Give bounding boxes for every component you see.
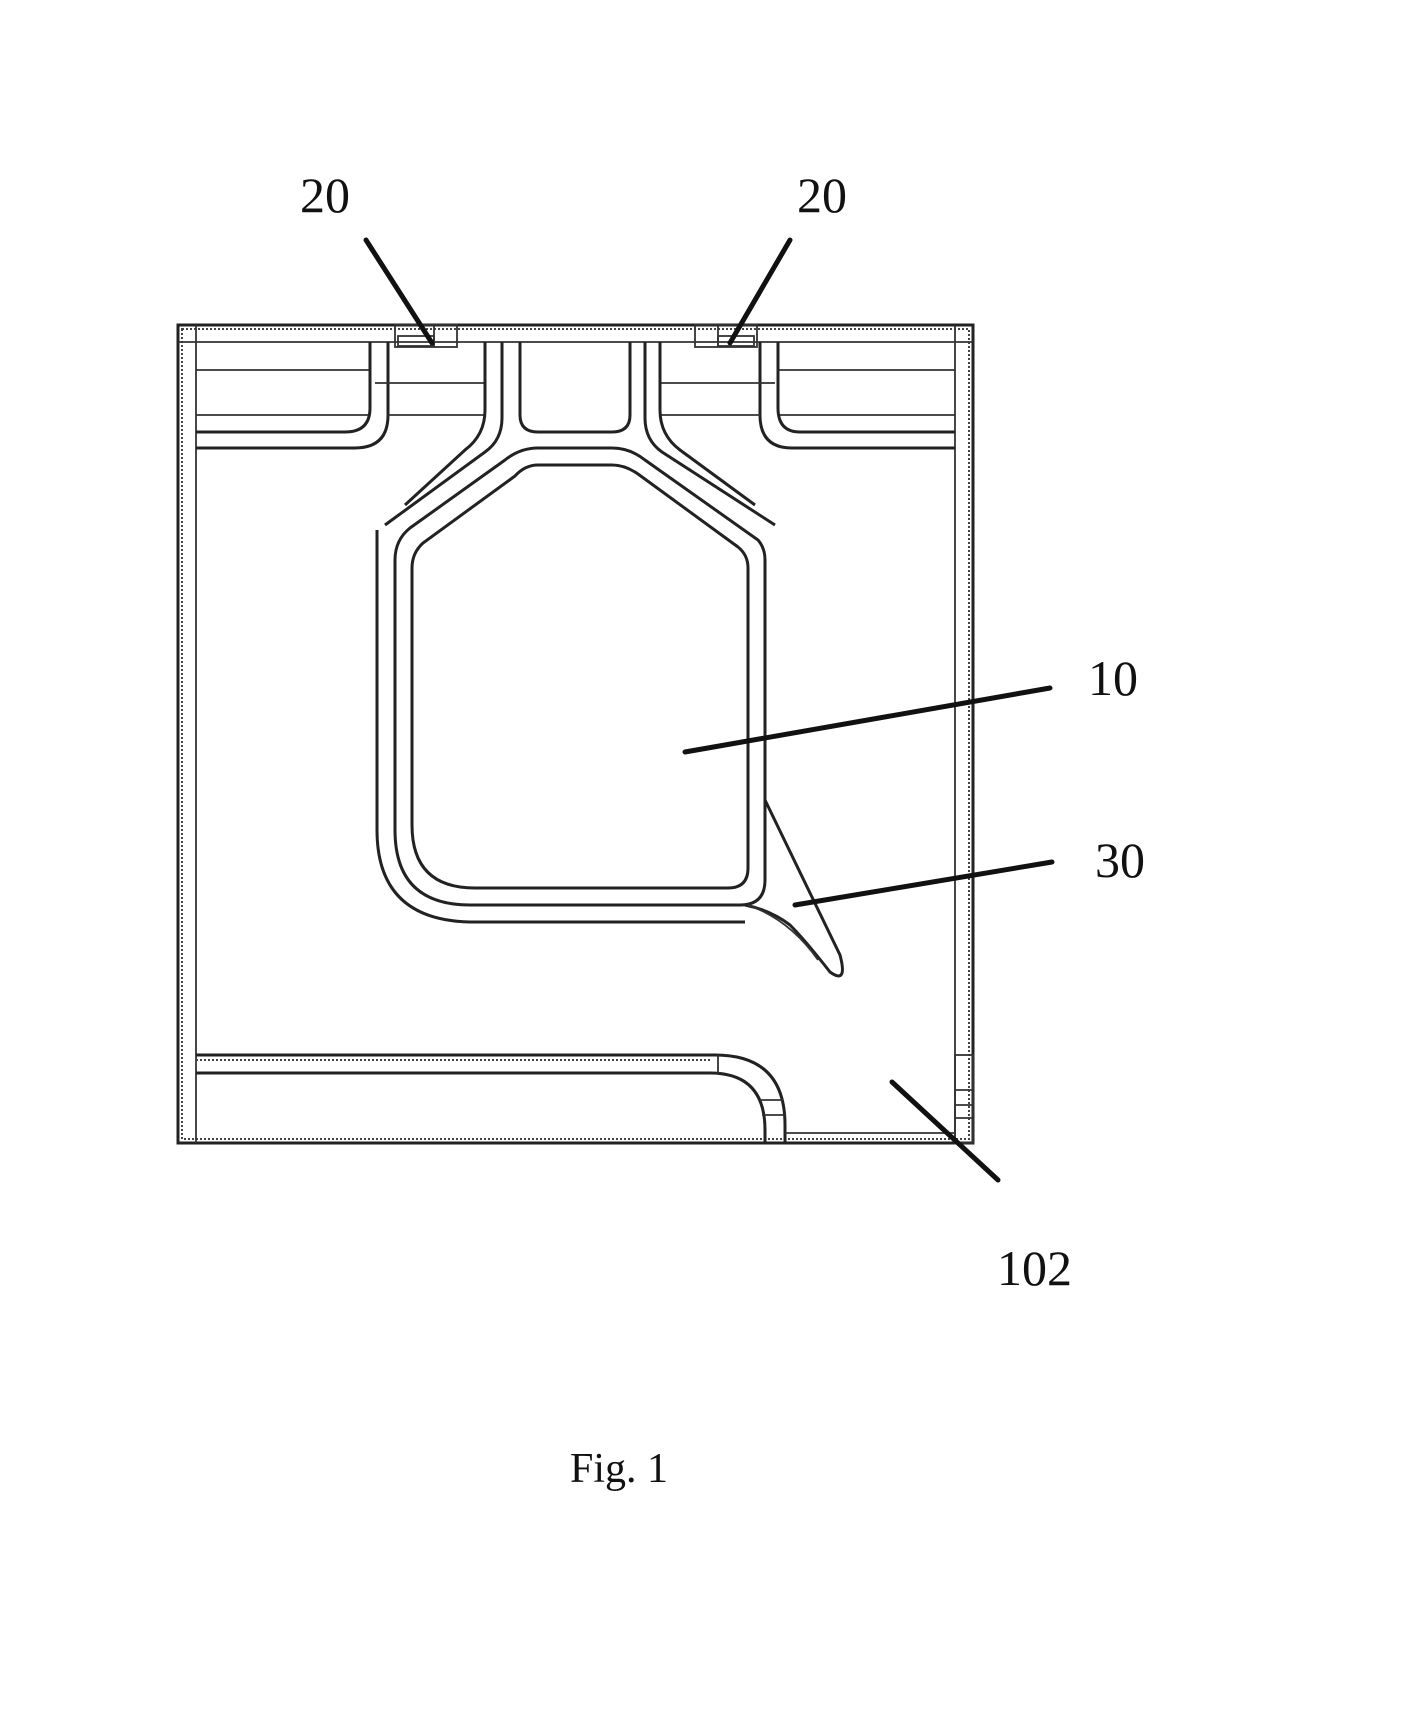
label-outlet: 102 (997, 1240, 1072, 1296)
label-wall-branch: 30 (1095, 832, 1145, 888)
top-left-pocket (196, 342, 388, 448)
leader-port-left (366, 240, 432, 343)
leader-lines (366, 240, 1052, 1180)
figure-caption: Fig. 1 (570, 1446, 668, 1492)
chamber (377, 448, 765, 922)
top-right-pocket (760, 342, 955, 448)
top-middle-structure (388, 342, 760, 432)
leader-port-right (730, 240, 790, 343)
label-port-left: 20 (300, 167, 350, 223)
leader-chamber (685, 688, 1050, 752)
label-chamber: 10 (1088, 650, 1138, 706)
leader-outlet (892, 1082, 998, 1180)
label-port-right: 20 (797, 167, 847, 223)
wall-branch (745, 800, 842, 976)
bottom-left-pocket (196, 1055, 785, 1143)
leader-wall-branch (795, 862, 1052, 905)
